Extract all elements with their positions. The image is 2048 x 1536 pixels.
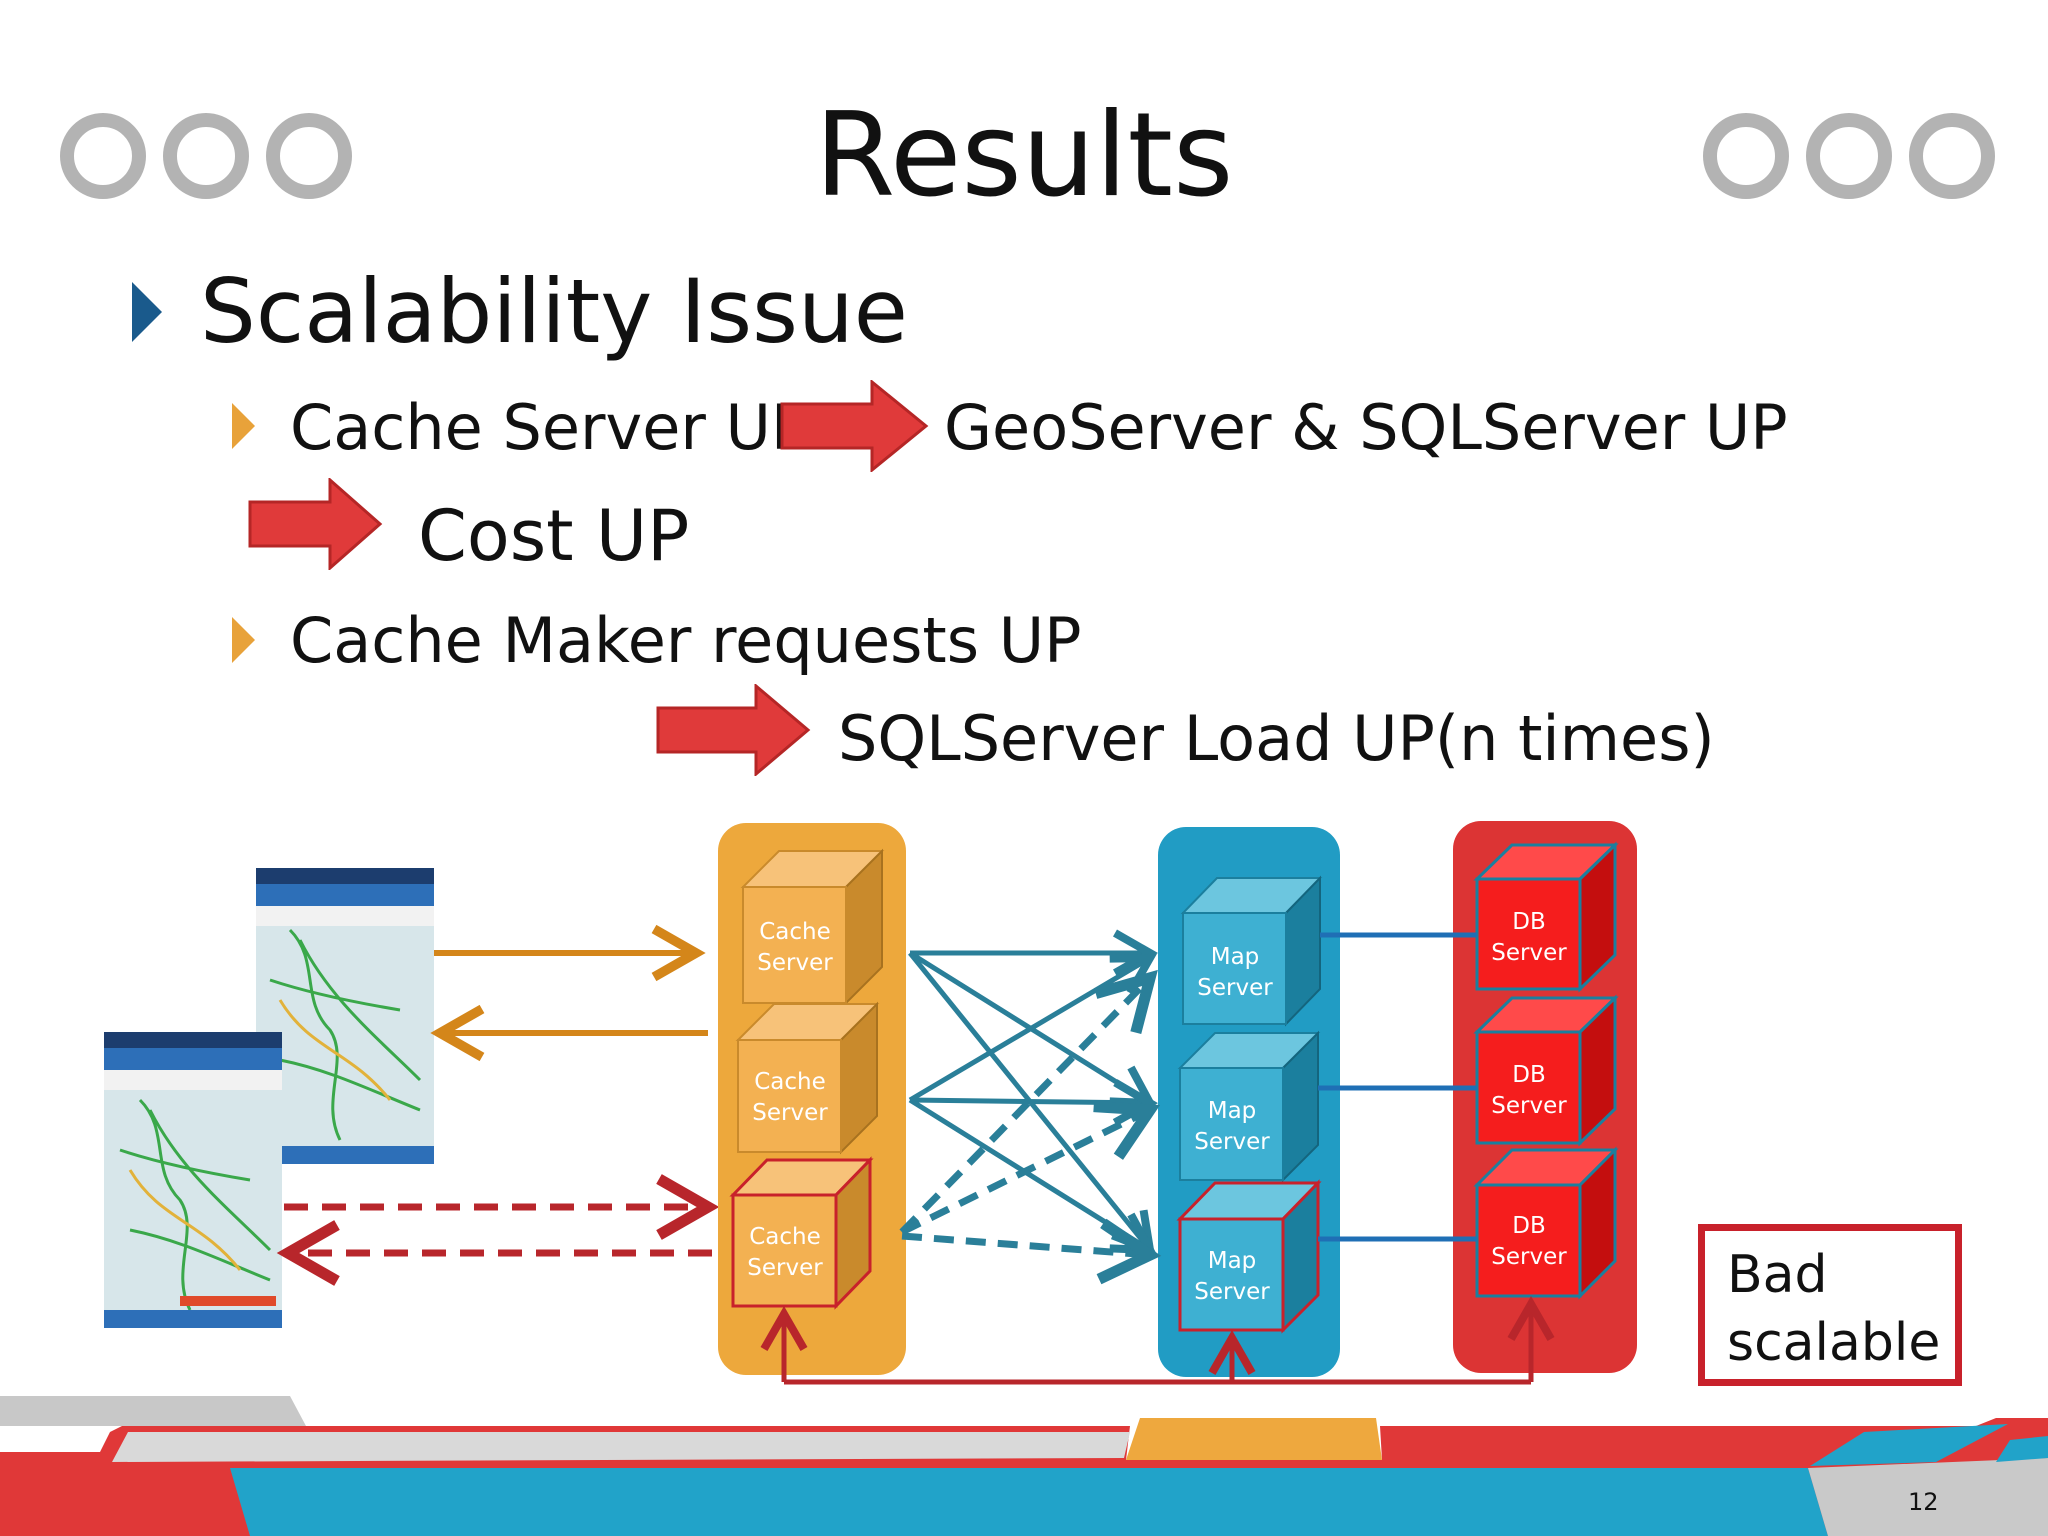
cache-label-1-line2: Server bbox=[757, 950, 833, 976]
cache-label-3-line2: Server bbox=[747, 1255, 823, 1281]
db-label-3-line2: Server bbox=[1491, 1244, 1567, 1270]
page-number: 12 bbox=[1908, 1488, 1939, 1516]
red-arrow-icon bbox=[656, 684, 811, 776]
db-label-1-line2: Server bbox=[1491, 940, 1567, 966]
cache-label-3-line1: Cache bbox=[749, 1224, 821, 1250]
map-label-3-line2: Server bbox=[1194, 1279, 1270, 1305]
bullet-triangle-icon bbox=[232, 617, 255, 663]
bullet-geoserver-sqlserver-up: GeoServer & SQLServer UP bbox=[944, 391, 1788, 464]
phone-screenshot-back bbox=[256, 868, 434, 1164]
map-label-1-line1: Map bbox=[1211, 944, 1260, 970]
cache-label-2-line1: Cache bbox=[754, 1069, 826, 1095]
map-label-2-line1: Map bbox=[1208, 1098, 1257, 1124]
bullet-triangle-icon bbox=[232, 403, 255, 449]
callout-line-1: Bad bbox=[1727, 1245, 1828, 1305]
cost-up-text: Cost UP bbox=[418, 495, 690, 577]
cache-server-cube-1: Cache Server bbox=[740, 848, 885, 1006]
architecture-diagram: Cache Server Cache Server Cache Server M… bbox=[104, 821, 1637, 1385]
map-server-cube-1: Map Server bbox=[1180, 875, 1323, 1027]
bullet-cache-maker-requests-up: Cache Maker requests UP bbox=[290, 604, 1082, 677]
cache-label-2-line2: Server bbox=[752, 1100, 828, 1126]
db-server-cube-1: DB Server bbox=[1473, 841, 1619, 993]
db-label-2-line2: Server bbox=[1491, 1093, 1567, 1119]
db-label-2-line1: DB bbox=[1512, 1062, 1546, 1088]
red-arrow-icon bbox=[780, 380, 929, 472]
bad-scalable-callout: Bad scalable bbox=[1698, 1224, 1962, 1386]
cache-server-cube-3: Cache Server bbox=[729, 1156, 874, 1310]
slide-title: Results bbox=[814, 88, 1234, 223]
bullet-cache-server-up: Cache Server UP bbox=[290, 391, 809, 464]
db-label-1-line1: DB bbox=[1512, 909, 1546, 935]
red-arrow-icon bbox=[248, 478, 383, 570]
map-server-cube-2: Map Server bbox=[1177, 1030, 1321, 1183]
map-label-1-line2: Server bbox=[1197, 975, 1273, 1001]
sqlserver-load-up-text: SQLServer Load UP(n times) bbox=[838, 702, 1715, 775]
db-label-3-line1: DB bbox=[1512, 1213, 1546, 1239]
phone-screenshot-front bbox=[104, 1032, 282, 1328]
map-label-2-line2: Server bbox=[1194, 1129, 1270, 1155]
db-server-cube-3: DB Server bbox=[1473, 1146, 1619, 1300]
db-server-cube-2: DB Server bbox=[1473, 994, 1619, 1147]
heading-bullet-icon bbox=[132, 282, 162, 342]
callout-line-2: scalable bbox=[1727, 1313, 1941, 1373]
cache-server-cube-2: Cache Server bbox=[735, 1001, 880, 1155]
map-server-cube-3: Map Server bbox=[1176, 1179, 1322, 1334]
cache-label-1-line1: Cache bbox=[759, 919, 831, 945]
slide-heading: Scalability Issue bbox=[200, 260, 908, 363]
footer-decoration bbox=[0, 1396, 2048, 1536]
map-label-3-line1: Map bbox=[1208, 1248, 1257, 1274]
